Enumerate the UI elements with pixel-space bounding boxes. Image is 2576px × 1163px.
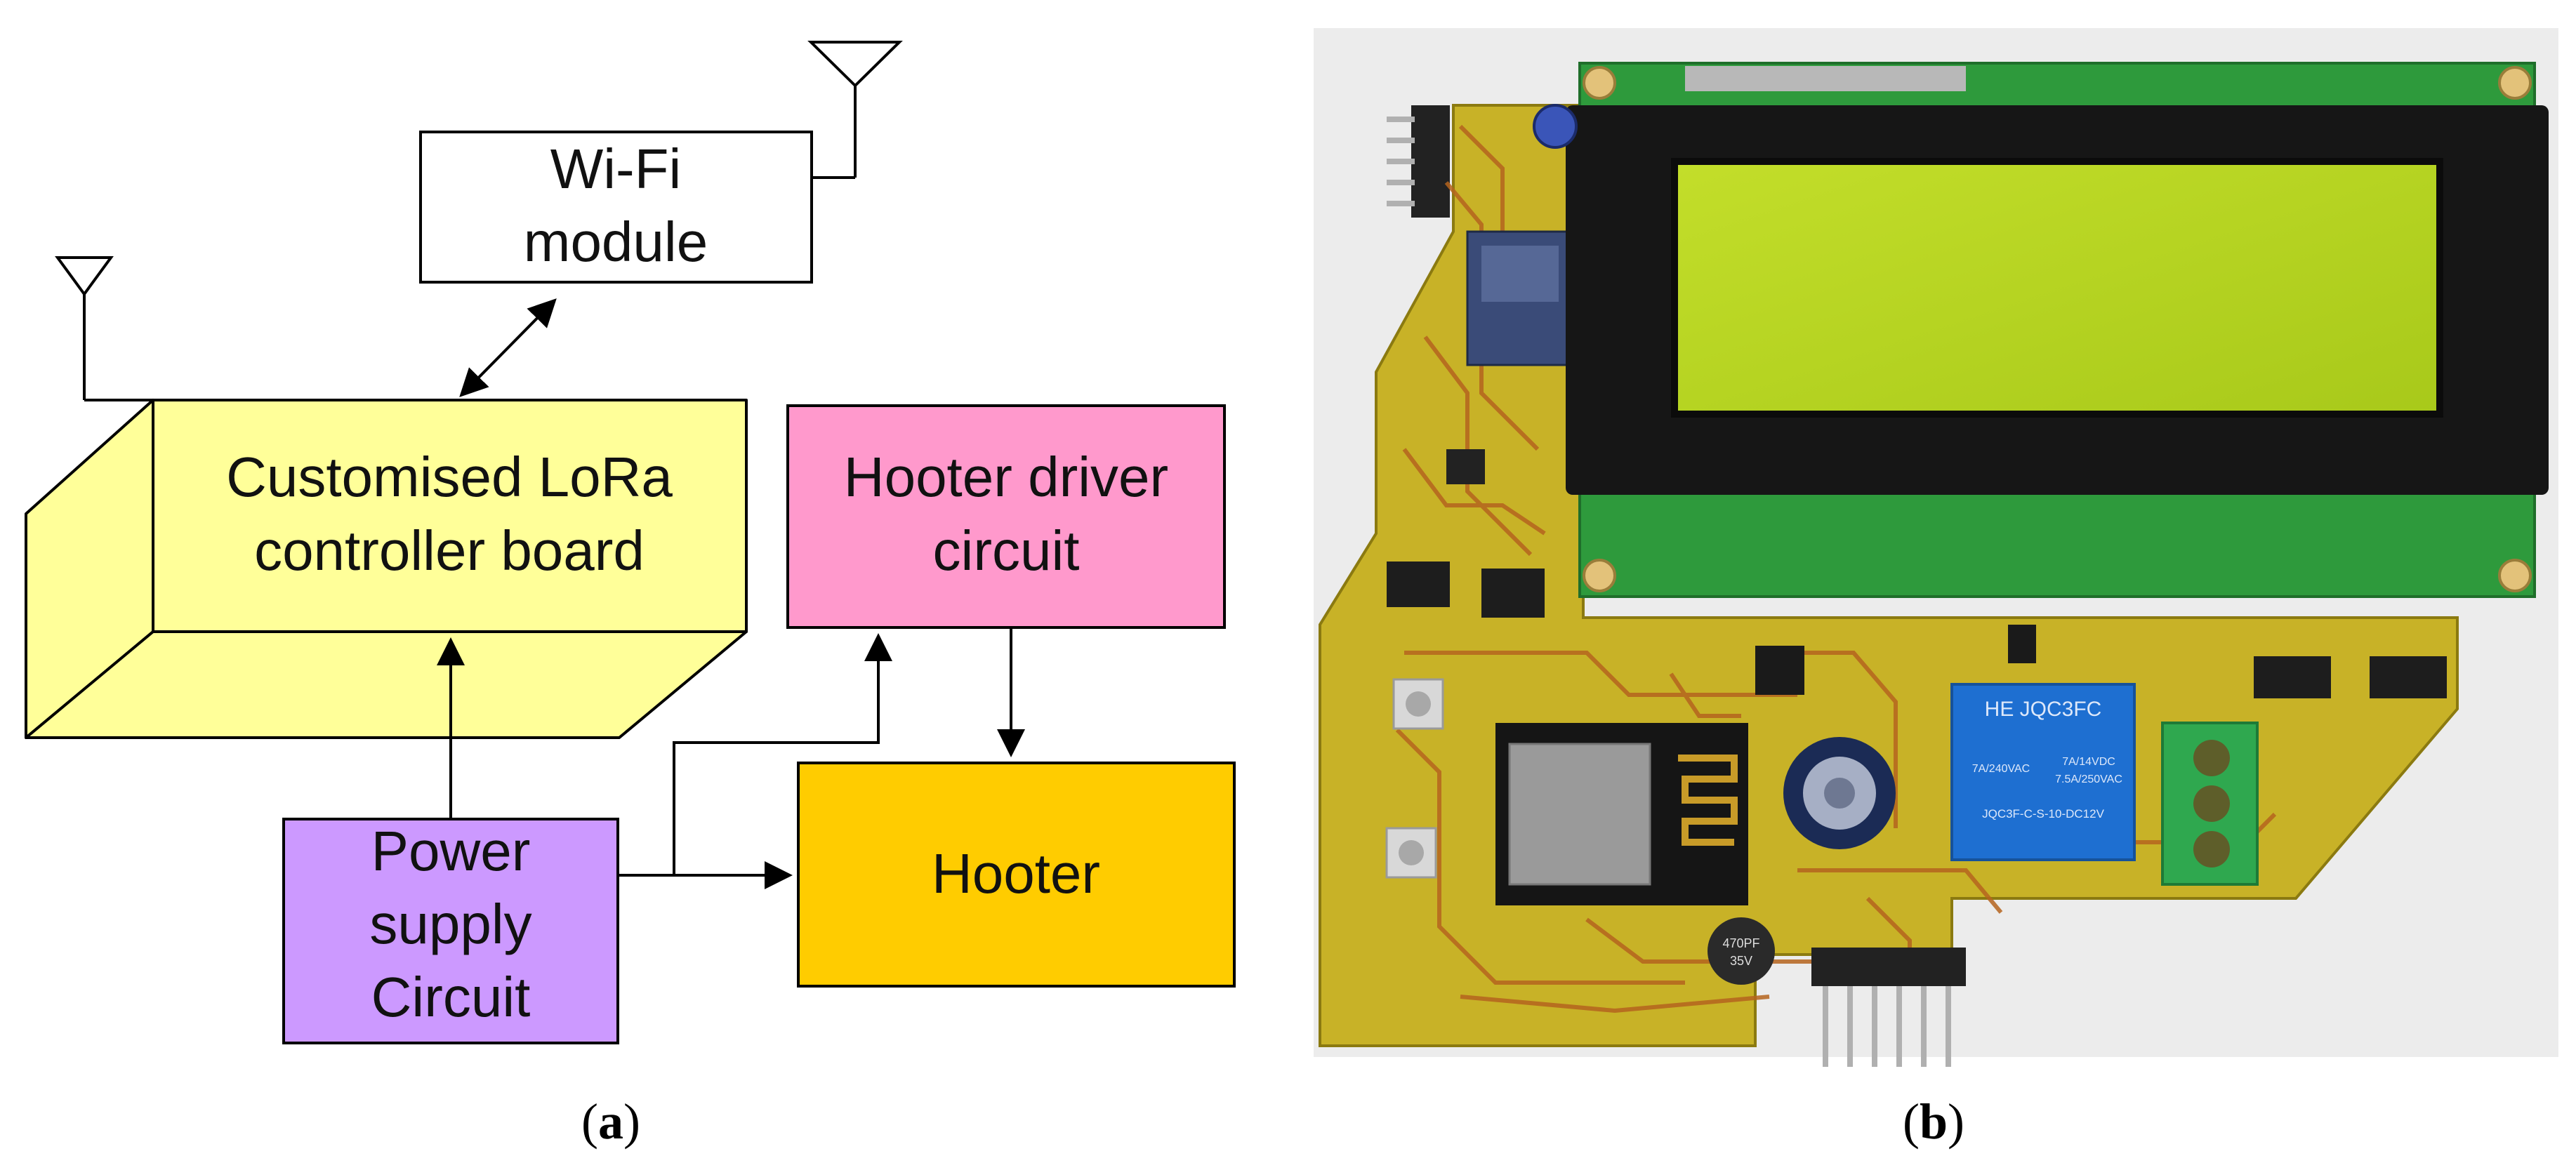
connectors — [437, 298, 1025, 889]
lora-line-2: controller board — [254, 519, 645, 582]
electrolytic-capacitor — [1783, 737, 1896, 849]
voltage-regulator — [1446, 449, 1485, 484]
hooter-line-1: Hooter — [932, 842, 1100, 905]
wifi-antenna-icon — [807, 41, 903, 179]
hooter-box — [797, 762, 1236, 988]
power-supply-box — [282, 818, 619, 1044]
caption-b: (b) — [1903, 1094, 1964, 1150]
panel-a-block-diagram: Wi-Fi module Customised LoRa controller … — [25, 41, 1236, 1150]
pin-header-right-2 — [2370, 656, 2447, 698]
push-button-2 — [1385, 827, 1437, 879]
wifi-module-line-2: module — [524, 211, 708, 273]
wifi-module-box — [419, 131, 813, 284]
pin-header-left-1 — [1387, 561, 1450, 607]
terminal-block — [2161, 722, 2259, 886]
lora-antenna-icon — [55, 256, 153, 401]
arrow-lora-wifi — [459, 298, 557, 397]
lcd-display — [1566, 105, 2549, 495]
potentiometer — [1533, 104, 1578, 149]
transistor — [1755, 646, 1804, 695]
arrow-power-to-driver — [673, 633, 892, 875]
hooter-driver-line-2: circuit — [933, 519, 1080, 582]
hooter-driver-block: Hooter driver circuit — [786, 404, 1226, 629]
relay-spec-3: 7.5A/250VAC — [2055, 773, 2122, 785]
relay-spec-2: 7A/14VDC — [2062, 756, 2115, 768]
hooter-driver-box — [786, 404, 1226, 629]
lora-box-bottom-face — [25, 630, 748, 739]
esp-module — [1495, 723, 1748, 905]
lora-line-1: Customised LoRa — [226, 446, 673, 508]
wifi-module-block: Wi-Fi module — [419, 131, 813, 284]
relay: HE JQC3FC 7A/240VAC 7A/14VDC 7.5A/250VAC… — [1950, 683, 2136, 861]
pin-header-right-1 — [2254, 656, 2331, 698]
wifi-module-line-1: Wi-Fi — [550, 138, 682, 200]
relay-spec-1: 7A/240VAC — [1972, 763, 2030, 775]
transistor-small — [2008, 625, 2036, 663]
caption-b-letter: b — [1920, 1094, 1948, 1150]
push-button-1 — [1392, 678, 1444, 730]
lora-controller-block: Customised LoRa controller board — [25, 399, 748, 739]
lora-box-front-face — [152, 399, 748, 633]
pcb-wifi-module — [1466, 230, 1574, 366]
cap-label-1: 470PF — [1722, 936, 1759, 950]
relay-title: HE JQC3FC — [1985, 698, 2102, 721]
cap-label-2: 35V — [1730, 954, 1752, 968]
power-line-3: Circuit — [371, 966, 531, 1028]
lcd-screen — [1671, 158, 2443, 418]
bottom-header-pins — [1811, 948, 1966, 1067]
left-header-pins — [1387, 105, 1450, 218]
power-supply-block: Power supply Circuit — [282, 818, 619, 1044]
hooter-driver-line-1: Hooter driver — [844, 446, 1168, 508]
caption-a: (a) — [581, 1094, 640, 1150]
panel-b-pcb-photo: 470PF 35V HE JQC3FC 7A/240VAC 7A/14VDC 7 — [1314, 28, 2558, 1150]
ceramic-capacitor: 470PF 35V — [1708, 917, 1775, 985]
power-line-2: supply — [369, 893, 531, 955]
pin-header-left-2 — [1481, 569, 1545, 618]
power-line-1: Power — [371, 820, 531, 882]
relay-spec-4: JQC3F-C-S-10-DC12V — [1982, 807, 2104, 820]
caption-a-letter: a — [598, 1094, 623, 1150]
hooter-block: Hooter — [797, 762, 1236, 988]
